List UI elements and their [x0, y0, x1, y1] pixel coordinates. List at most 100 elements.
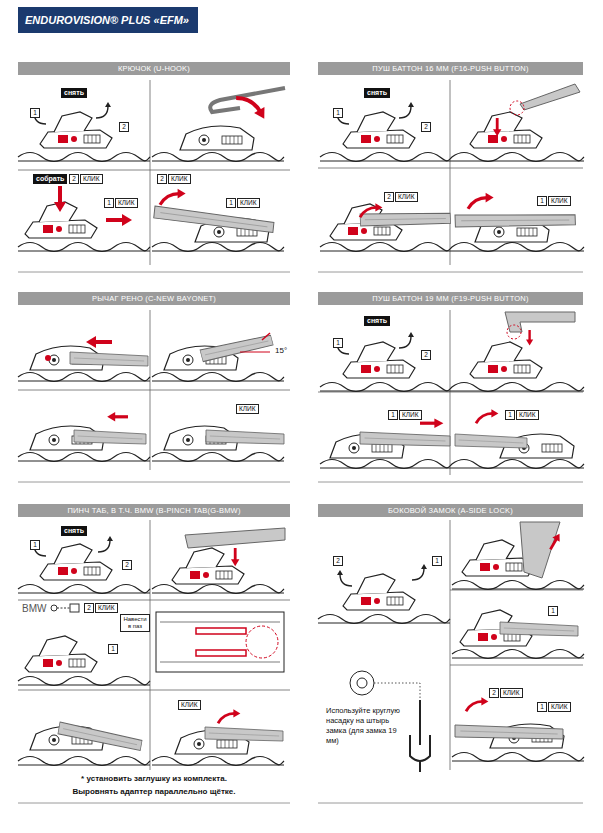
illustration-part: [493, 118, 501, 136]
usage-note: Используйте круглую насадку на штырь зам…: [326, 706, 402, 746]
illustration-part: [152, 585, 284, 594]
illustration-part: [320, 383, 452, 392]
illustration-part: [152, 153, 284, 162]
illustration-part: [455, 434, 527, 448]
section-header: ПИНЧ ТАБ, В Т.Ч. BMW (B-PINCH TAB(G-BMW): [18, 504, 290, 517]
illustration-part: [18, 243, 150, 252]
illustration-part: [337, 570, 352, 586]
illustration-part: [246, 626, 278, 658]
illustration-part: [31, 108, 46, 124]
illustration-part: [334, 108, 349, 124]
illustration-part: [452, 243, 584, 252]
section-header-text: ПИНЧ ТАБ, В Т.Ч. BMW (B-PINCH TAB(G-BMW): [67, 504, 240, 517]
illustration-part: [152, 757, 284, 766]
section-header-text: КРЮЧОК (U-HOOK): [118, 62, 190, 75]
illustration-part: [455, 211, 575, 229]
illustration-part: [526, 330, 533, 346]
click-mark: КЛИК: [237, 198, 260, 208]
illustration-part: [152, 453, 284, 462]
illustration-part: [160, 189, 186, 205]
illustration-part: [107, 412, 128, 422]
step-number: 1: [505, 410, 515, 420]
action-tag: снять: [364, 88, 390, 98]
step-number: 1: [104, 198, 114, 208]
illustration-part: [262, 333, 270, 340]
illustration-part: [18, 585, 150, 594]
illustration-part: [399, 332, 414, 348]
section-header: БОКОВОЙ ЗАМОК (A-SIDE LOCK): [318, 504, 583, 517]
illustration-part: [18, 80, 583, 770]
illustration-part: [40, 544, 112, 580]
illustration-part: [98, 536, 113, 552]
illustration-part: [419, 760, 421, 772]
step-number: 2: [489, 688, 499, 698]
illustration-part: [510, 101, 524, 115]
illustration-part: [25, 636, 97, 672]
step-number: 1: [388, 410, 398, 420]
illustration-part: [231, 548, 239, 566]
action-tag-text: снять: [64, 89, 84, 97]
action-tag-text: снять: [367, 89, 387, 97]
instruction-box: Навести в паз: [120, 614, 150, 632]
illustration-part: [320, 153, 452, 162]
illustration-part: [470, 112, 542, 148]
illustration-part: [54, 186, 66, 212]
step-number: 2: [384, 192, 394, 202]
brand-label: BMW: [22, 603, 46, 614]
illustration-part: [205, 727, 283, 741]
step-number: 1: [333, 338, 343, 348]
illustration-part: [455, 725, 563, 739]
illustration-part: [360, 432, 450, 446]
click-mark: КЛИК: [168, 174, 191, 184]
instruction-box-text: Навести в паз: [122, 616, 148, 630]
illustration-part: [343, 574, 415, 610]
footnote: Выровнять адаптер параллельно щётке.: [18, 786, 290, 798]
angle-label: 15°: [274, 346, 288, 355]
step-number: 1: [537, 702, 547, 712]
action-tag-text: снять: [64, 527, 84, 535]
illustration-part: [180, 126, 254, 150]
click-mark: КЛИК: [399, 410, 422, 420]
section-header-text: РЫЧАГ РЕНО (C-NEW BAYONET): [92, 292, 216, 305]
illustration-part: [452, 153, 584, 162]
illustration-part: [70, 604, 79, 612]
step-number: 2: [122, 560, 132, 570]
click-mark: КЛИК: [548, 196, 571, 206]
illustration-part: [70, 352, 148, 366]
illustration-part: [452, 383, 584, 392]
illustration-part: [106, 214, 132, 226]
illustration-part: [18, 153, 150, 162]
illustration-part: [320, 243, 452, 252]
illustration-part: [185, 528, 285, 548]
step-number: 1: [30, 108, 40, 118]
illustration-part: [96, 102, 111, 118]
illustration-part: [31, 540, 46, 556]
step-number: 2: [333, 556, 343, 566]
illustration-part: [500, 622, 578, 636]
section-header-text: БОКОВОЙ ЗАМОК (A-SIDE LOCK): [388, 504, 513, 517]
illustration-part: [240, 352, 270, 353]
action-tag: снять: [61, 88, 87, 98]
illustration-part: [172, 548, 244, 584]
illustration-part: [152, 243, 284, 252]
illustration-part: [452, 753, 584, 762]
step-number: 1: [548, 606, 558, 616]
step-number: 1: [333, 108, 343, 118]
illustration-part: [152, 373, 284, 382]
illustration-part: [419, 700, 421, 745]
section-header: ПУШ БАТТОН 16 ММ (F16-PUSH BUTTON): [318, 62, 583, 75]
illustration-part: [18, 757, 150, 766]
illustration-part: [410, 735, 430, 761]
click-mark: КЛИК: [236, 404, 259, 414]
illustration-part: [452, 650, 584, 659]
illustration-part: [154, 206, 275, 232]
illustration-part: [18, 272, 583, 803]
click-mark: КЛИК: [395, 192, 418, 202]
illustration-part: [18, 677, 150, 686]
illustration-part: [86, 336, 112, 348]
illustration-part: [452, 460, 584, 469]
click-mark: КЛИК: [115, 198, 138, 208]
footnote: * установить заглушку из комплекта.: [18, 773, 290, 785]
illustration-part: [357, 678, 367, 688]
